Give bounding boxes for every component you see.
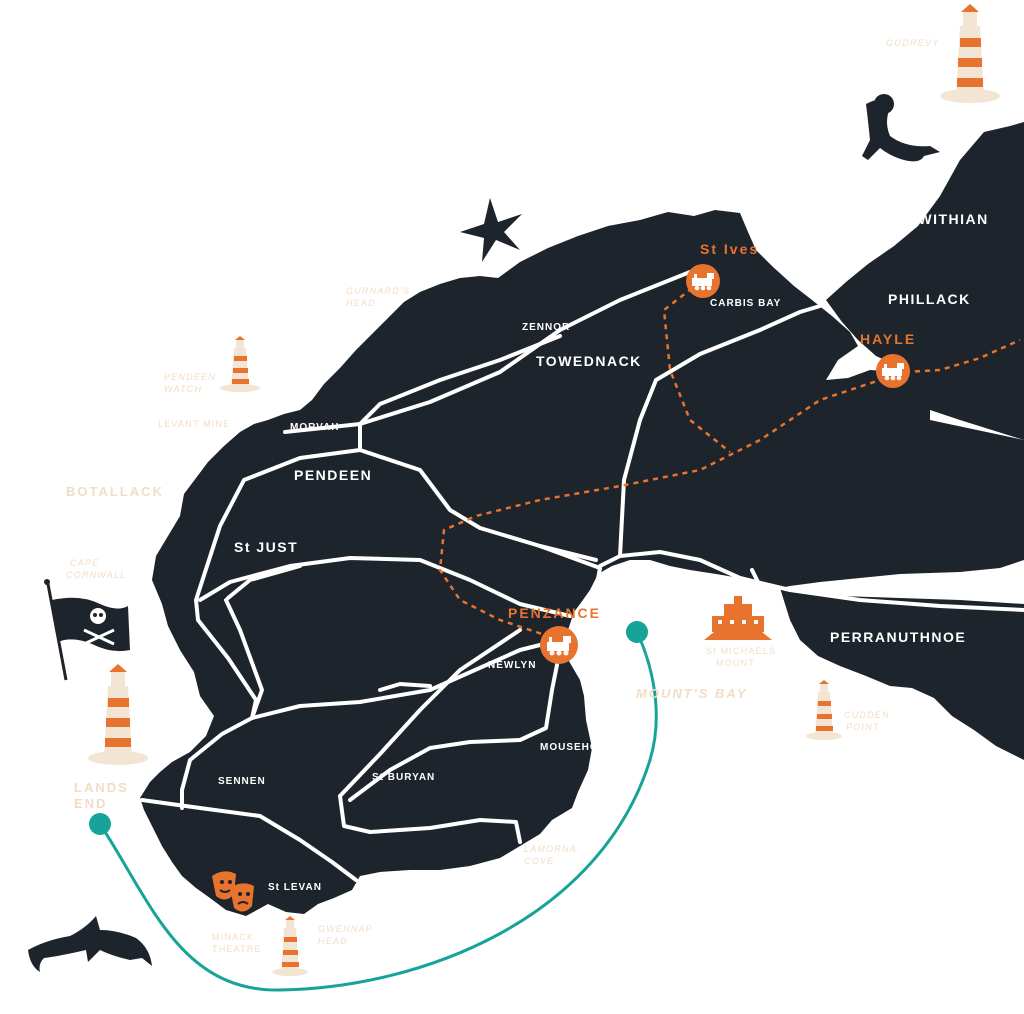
label-gwennap-head: GWENNAP [318, 924, 373, 934]
label-gurnards-head: HEAD [346, 298, 376, 308]
place-zennor[interactable]: ZENNOR [522, 322, 570, 333]
seal-icon [862, 94, 940, 162]
castle-icon [704, 596, 772, 640]
label-lands-end: END [74, 796, 107, 811]
theatre-masks-icon [212, 871, 254, 912]
label-cape-cornwall: CORNWALL [66, 570, 126, 580]
label-minack-theatre: MINACK [212, 932, 254, 942]
coast-labels: GODREVY GURNARD'S HEAD PENDEEN WATCH LEV… [66, 38, 939, 954]
label-lamorna-cove: COVE [524, 856, 554, 866]
place-gwithian[interactable]: GWITHIAN [906, 211, 989, 227]
lighthouse-icon [272, 916, 308, 976]
place-st-ives[interactable]: St Ives [700, 241, 759, 257]
place-st-levan[interactable]: St LEVAN [268, 882, 322, 893]
place-newlyn[interactable]: NEWLYN [488, 660, 536, 671]
place-sennen[interactable]: SENNEN [218, 776, 266, 787]
place-perranuthnoe[interactable]: PERRANUTHNOE [830, 629, 966, 645]
place-st-buryan[interactable]: St BURYAN [372, 772, 435, 783]
label-pendeen-watch: WATCH [164, 384, 202, 394]
label-cudden-point: POINT [846, 722, 880, 732]
place-carbis-bay[interactable]: CARBIS BAY [710, 298, 781, 309]
train-icon[interactable] [540, 626, 578, 664]
land-mass [140, 122, 1024, 916]
pirate-flag-icon [44, 579, 130, 681]
label-gwennap-head: HEAD [318, 936, 348, 946]
place-pendeen[interactable]: PENDEEN [294, 467, 372, 483]
place-towednack[interactable]: TOWEDNACK [536, 353, 642, 369]
lighthouse-icon [940, 4, 1000, 103]
label-mounts-bay: MOUNT'S BAY [636, 686, 748, 701]
starfish-icon [460, 198, 522, 262]
label-pendeen-watch: PENDEEN [164, 372, 216, 382]
train-icon[interactable] [876, 354, 910, 388]
label-minack-theatre: THEATRE [212, 944, 262, 954]
place-st-just[interactable]: St JUST [234, 539, 298, 555]
ferry-stop-icon[interactable] [89, 813, 111, 835]
label-lamorna-cove: LAMORNA [524, 844, 577, 854]
label-levant-mine: LEVANT MINE [158, 419, 230, 429]
lighthouse-icon [220, 336, 260, 392]
place-penzance[interactable]: PENZANCE [508, 605, 601, 621]
lighthouse-icon [806, 680, 842, 740]
ferry-route [89, 621, 658, 992]
label-botallack: BOTALLACK [66, 484, 164, 499]
label-cudden-point: CUDDEN [844, 710, 890, 720]
label-godrevy: GODREVY [886, 38, 939, 48]
label-st-michaels-mount: St MICHAELS [706, 646, 776, 656]
place-mousehole[interactable]: MOUSEHOLE [540, 742, 613, 753]
place-phillack[interactable]: PHILLACK [888, 291, 971, 307]
railway [438, 281, 1021, 642]
label-cape-cornwall: CAPE [70, 558, 99, 568]
place-morvah[interactable]: MORVAH [290, 422, 340, 433]
label-gurnards-head: GURNARD'S [346, 286, 410, 296]
train-icon[interactable] [686, 264, 720, 298]
label-lands-end: LANDS [74, 780, 129, 795]
place-hayle[interactable]: HAYLE [860, 331, 916, 347]
label-st-michaels-mount: MOUNT [716, 658, 755, 668]
place-labels: St Ives CARBIS BAY GWITHIAN PHILLACK HAY… [218, 211, 989, 893]
roads [140, 270, 1024, 882]
lighthouse-icon [88, 664, 148, 765]
perranuthnoe-coast [780, 588, 1024, 760]
ferry-stop-icon[interactable] [626, 621, 648, 643]
dolphin-icon [28, 916, 152, 972]
